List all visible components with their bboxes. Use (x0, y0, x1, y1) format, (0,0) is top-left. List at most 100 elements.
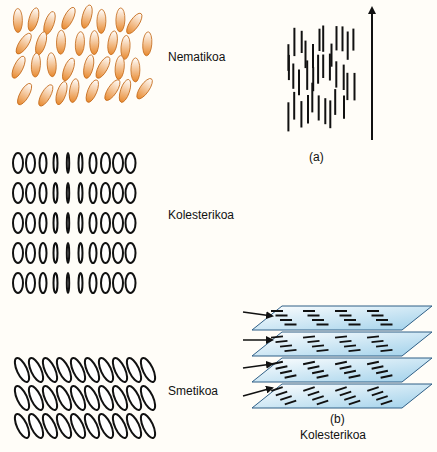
cholesteric-molecule (79, 243, 83, 263)
layer-molecule (308, 366, 320, 368)
cholesteric-molecule (101, 213, 110, 233)
cholesteric-molecule (40, 243, 47, 263)
layer-molecule (367, 336, 379, 337)
layer-molecule (308, 341, 320, 342)
cholesteric-molecule (90, 273, 97, 293)
layer-molecule (271, 336, 283, 337)
rod-molecule (352, 29, 354, 51)
cholesteric-molecule (40, 273, 47, 293)
cholesteric-molecule (90, 153, 97, 173)
nematic-molecule (59, 6, 78, 32)
rod-molecule (293, 92, 295, 120)
rod-molecule (329, 100, 331, 128)
cholesteric-molecule (54, 243, 58, 263)
rod-molecule (343, 96, 345, 119)
director-arrow (243, 364, 272, 368)
layer-molecule (340, 341, 352, 342)
layer-molecule (349, 401, 360, 405)
nematic-molecule (115, 8, 125, 32)
rod-molecule (324, 98, 326, 124)
rod-molecule (288, 55, 290, 80)
layer-molecule (376, 396, 387, 400)
layer-molecule (271, 310, 283, 312)
layer-molecule (280, 396, 291, 400)
cholesteric-molecule (67, 243, 69, 263)
rod-molecule (319, 29, 321, 51)
cholesteric-molecule (126, 243, 136, 263)
layer-molecule (308, 392, 319, 396)
nematic-molecule (114, 55, 125, 80)
cholesteric-molecule (67, 213, 69, 233)
cholesteric-molecule (113, 273, 123, 293)
rod-molecule (298, 70, 300, 96)
nematic-molecule (93, 55, 112, 80)
rod-molecule (354, 73, 356, 101)
layer-molecule (381, 375, 393, 377)
rod-molecule (322, 55, 324, 79)
layer-molecule (340, 392, 351, 396)
layer-molecule (317, 375, 329, 377)
label-text: Nematikoa (168, 50, 225, 64)
cholesteric-molecule (26, 153, 35, 173)
smectic-molecule (138, 356, 158, 384)
cholesteric-molecule (113, 243, 123, 263)
cholesteric-layers (243, 306, 432, 408)
cholesteric-molecule (26, 273, 35, 293)
layer-molecule (381, 401, 392, 405)
nematic-molecule (97, 9, 107, 33)
cholesteric-molecule (54, 213, 58, 233)
cholesteric-molecule (90, 213, 97, 233)
layer-molecule (376, 319, 388, 321)
layer-plane (252, 358, 432, 382)
layer-molecule (280, 345, 292, 346)
rod-molecule (347, 32, 349, 60)
rod-molecule (343, 65, 345, 90)
layer-molecule (372, 366, 384, 368)
rod-molecule (306, 60, 308, 90)
rod-molecule (317, 55, 319, 84)
layer-molecule (340, 315, 352, 317)
cholesteric-molecule (90, 243, 97, 263)
label-text: Kolesterikoa (300, 428, 366, 442)
cholesteric-molecule (40, 183, 47, 203)
cholesteric-molecule (113, 153, 123, 173)
nematic-molecule (54, 80, 70, 106)
smectic-molecule (138, 412, 158, 440)
cholesteric-molecule (26, 243, 35, 263)
nematic-molecule (9, 54, 27, 80)
nematic-molecule (134, 76, 155, 101)
layer-molecule (317, 401, 328, 405)
nematic-molecule (56, 30, 66, 54)
layer-molecule (317, 324, 329, 326)
layer-molecule (367, 362, 379, 364)
rod-molecule (346, 73, 348, 100)
layer-plane (252, 306, 432, 330)
rod-molecule (311, 83, 313, 113)
rod-molecule (336, 26, 338, 50)
rod-molecule (322, 26, 324, 52)
nematic-molecule (15, 81, 35, 106)
nematic-molecule (90, 31, 99, 55)
layer-molecule (349, 375, 361, 377)
nematic-molecule (68, 78, 81, 103)
smectic-molecules (12, 356, 158, 440)
nematic-molecule (60, 57, 77, 83)
label-text: Smetikoa (168, 384, 218, 398)
rod-molecule (335, 61, 337, 87)
layer-molecule (276, 315, 288, 317)
cholesteric-molecule (79, 273, 83, 293)
cholesteric-molecule (13, 183, 23, 203)
cholesteric-molecule (67, 273, 69, 293)
layer-molecule (381, 324, 393, 326)
layer-molecule (367, 310, 379, 312)
layer-molecule (340, 366, 352, 368)
label-text: (b) (330, 412, 345, 426)
cholesteric-molecule (101, 183, 110, 203)
layer-molecule (335, 387, 346, 391)
layer-molecule (308, 315, 320, 317)
cholesteric-molecule (126, 153, 136, 173)
nematic-molecules (9, 4, 155, 108)
label-text: (a) (309, 150, 324, 164)
layer-molecule (285, 375, 297, 377)
